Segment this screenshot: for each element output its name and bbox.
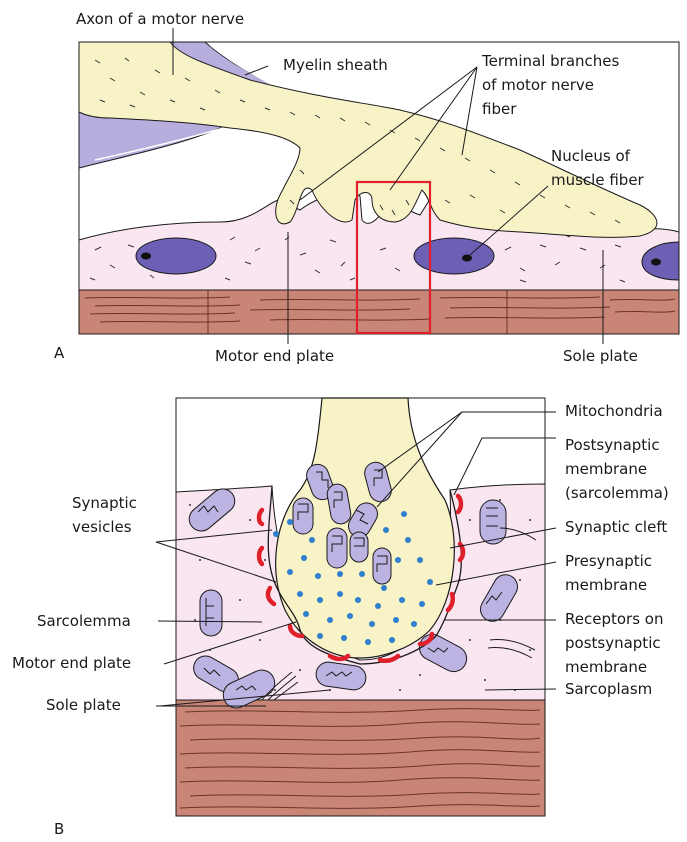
mitochondrion [327,528,347,568]
panel-a: Axon of a motor nerve Myelin sheath Term… [54,10,679,365]
panel-a-letter: A [54,344,65,362]
label-nucleus-1: Nucleus of [551,147,631,165]
panel-b: Mitochondria Postsynaptic membrane (sarc… [12,398,669,838]
panel-b-letter: B [54,820,64,838]
label-motor-end-plate-b: Motor end plate [12,654,131,672]
label-sole-plate-b: Sole plate [46,696,121,714]
mitochondrion [293,498,313,534]
mitochondrion [350,532,368,562]
panel-a-muscle-band [79,290,679,334]
label-postsynaptic-1: Postsynaptic [565,436,660,454]
label-synaptic-vesicles-2: vesicles [72,518,132,536]
label-axon: Axon of a motor nerve [76,10,244,28]
mitochondrion [480,500,506,544]
label-terminal-branches-3: fiber [482,100,517,118]
label-motor-end-plate-a: Motor end plate [215,347,334,365]
mitochondrion [200,590,222,636]
label-nucleus-2: muscle fiber [551,171,645,189]
muscle-nucleus-2 [414,238,494,274]
label-receptors-2: postsynaptic [565,634,661,652]
label-receptors-1: Receptors on [565,610,663,628]
label-terminal-branches-1: Terminal branches [481,52,620,70]
label-presynaptic-2: membrane [565,576,647,594]
label-synaptic-cleft: Synaptic cleft [565,518,667,536]
label-myelin-sheath: Myelin sheath [283,56,388,74]
label-mitochondria: Mitochondria [565,402,663,420]
label-terminal-branches-2: of motor nerve [482,76,594,94]
panel-b-muscle-band [176,700,545,816]
label-postsynaptic-3: (sarcolemma) [565,484,669,502]
label-sarcolemma: Sarcolemma [37,612,131,630]
label-receptors-3: membrane [565,658,647,676]
label-sarcoplasm: Sarcoplasm [565,680,652,698]
label-presynaptic-1: Presynaptic [565,552,652,570]
label-sole-plate-a: Sole plate [563,347,638,365]
mitochondrion [373,548,391,584]
label-postsynaptic-2: membrane [565,460,647,478]
label-synaptic-vesicles-1: Synaptic [72,494,137,512]
